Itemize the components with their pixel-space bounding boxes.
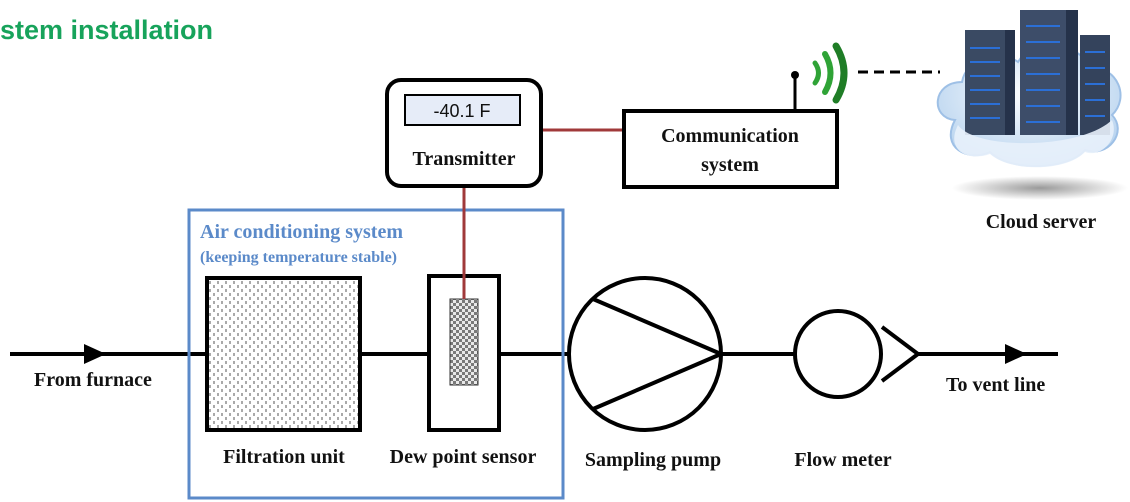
- wifi-signal-icon: [812, 42, 848, 104]
- transmitter-display-value: -40.1 F: [433, 101, 490, 121]
- outlet-label: To vent line: [946, 374, 1045, 396]
- inlet-arrow-icon: [84, 344, 106, 364]
- outlet-arrow-icon: [1005, 344, 1027, 364]
- cloud-server-label: Cloud server: [986, 211, 1097, 233]
- communication-system-box: [622, 109, 839, 189]
- air-conditioning-title: Air conditioning system: [200, 221, 403, 243]
- communication-label-line1: Communication: [661, 125, 799, 147]
- sampling-pump-triangle-top: [592, 297, 722, 356]
- flow-meter-label: Flow meter: [794, 449, 891, 471]
- inlet-label: From furnace: [34, 369, 152, 391]
- sampling-pump-circle: [567, 276, 723, 432]
- page-heading: stem installation: [0, 15, 213, 45]
- communication-label-line2: system: [701, 154, 759, 176]
- transmitter-label: Transmitter: [413, 148, 516, 170]
- antenna-tip-icon: [791, 71, 799, 79]
- air-conditioning-subtitle: (keeping temperature stable): [200, 249, 397, 266]
- flow-meter-circle: [793, 309, 883, 399]
- sampling-pump-label: Sampling pump: [585, 449, 721, 471]
- cloud-server-icon: [936, 10, 1128, 200]
- filtration-unit: [205, 276, 362, 432]
- flow-meter-symbol: [880, 325, 922, 383]
- dew-point-sensor-probe: [449, 298, 479, 386]
- filtration-unit-label: Filtration unit: [223, 446, 345, 468]
- dew-point-sensor-label: Dew point sensor: [390, 446, 537, 468]
- air-conditioning-box: [187, 208, 565, 500]
- transmitter-display: [404, 94, 521, 126]
- sampling-pump-triangle-bottom: [592, 352, 722, 411]
